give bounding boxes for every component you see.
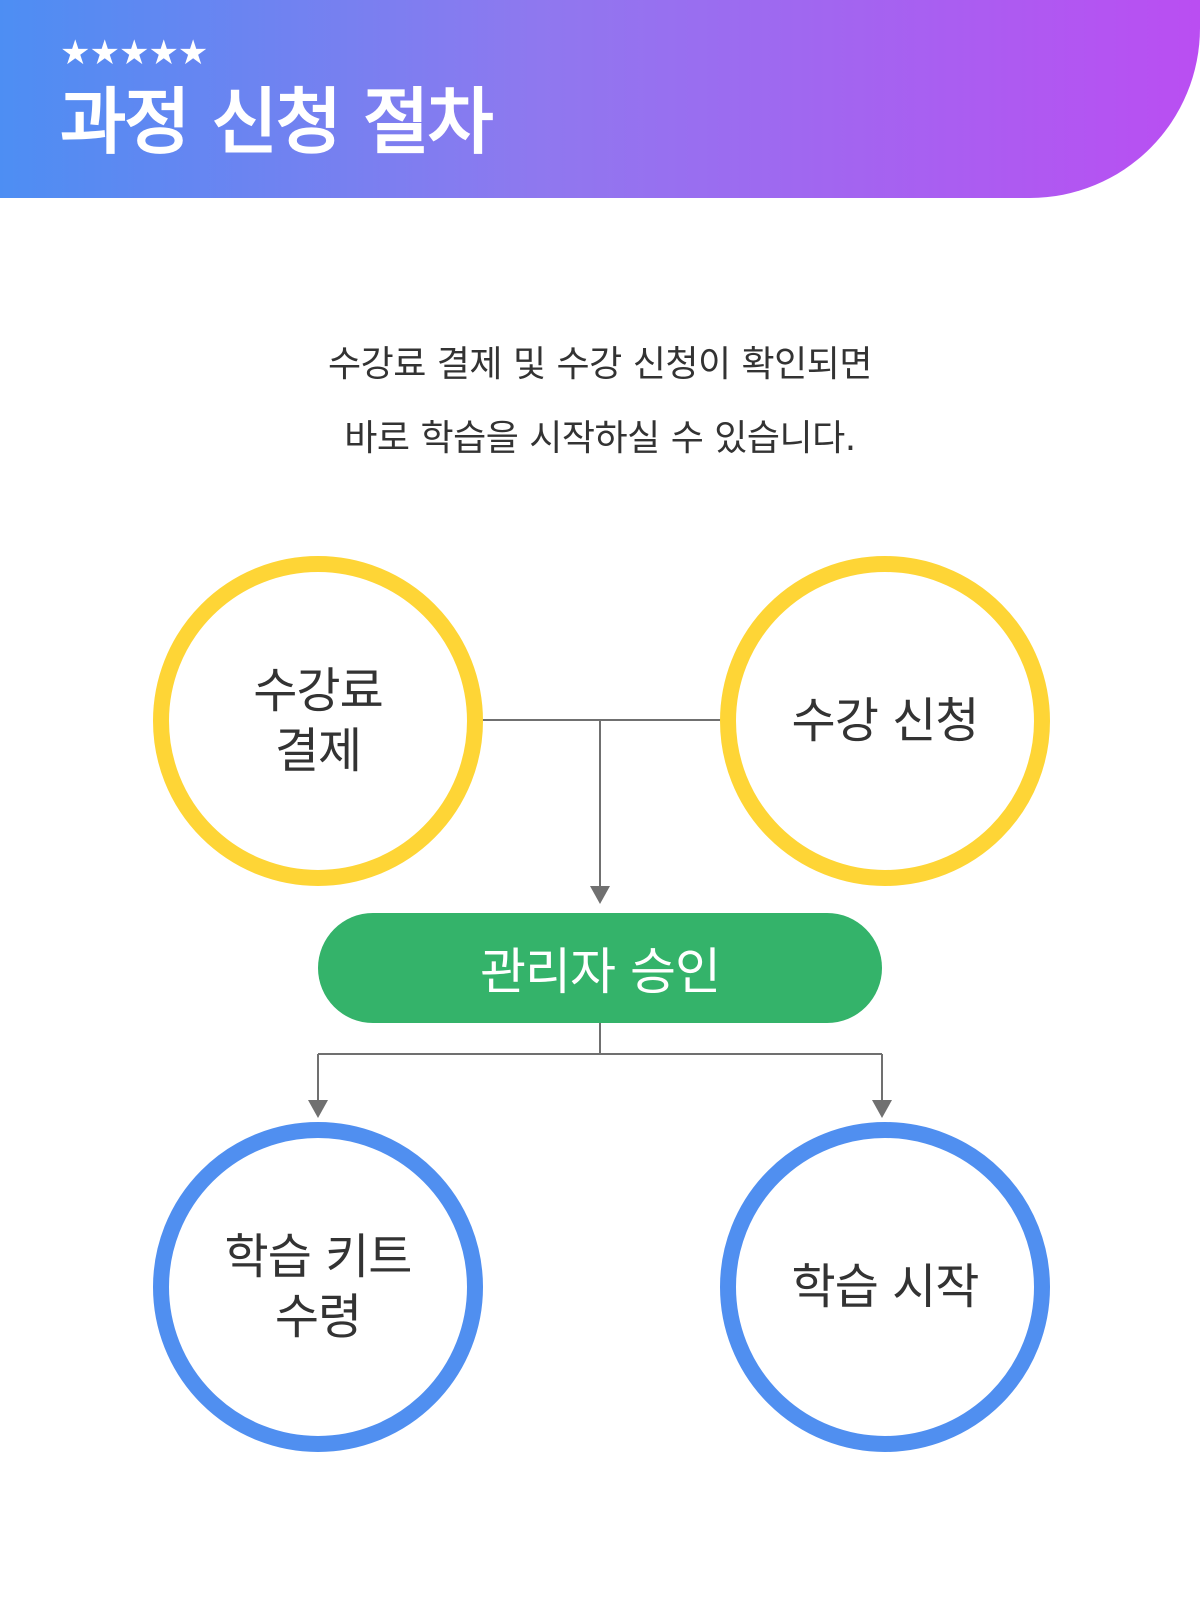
step-payment-label-line-2: 결제 bbox=[274, 723, 362, 779]
step-kit: 학습 키트 수령 bbox=[153, 1122, 483, 1452]
page-title: 과정 신청 절차 bbox=[60, 80, 494, 164]
arrow-down-icon bbox=[590, 886, 610, 904]
step-enroll: 수강 신청 bbox=[720, 556, 1050, 886]
arrow-down-icon bbox=[308, 1100, 328, 1118]
step-enroll-label: 수강 신청 bbox=[791, 693, 980, 749]
step-start: 학습 시작 bbox=[720, 1122, 1050, 1452]
arrow-down-icon bbox=[872, 1100, 892, 1118]
intro-line-2: 바로 학습을 시작하실 수 있습니다. bbox=[344, 418, 856, 459]
intro-line-1: 수강료 결제 및 수강 신청이 확인되면 bbox=[327, 344, 873, 385]
step-kit-label-line-2: 수령 bbox=[274, 1289, 362, 1345]
step-payment: 수강료 결제 bbox=[153, 556, 483, 886]
star-rating-icon: ★★★★★ bbox=[60, 33, 208, 73]
intro-text: 수강료 결제 및 수강 신청이 확인되면 바로 학습을 시작하실 수 있습니다. bbox=[0, 328, 1200, 476]
step-approval: 관리자 승인 bbox=[318, 913, 882, 1023]
step-approval-label: 관리자 승인 bbox=[480, 943, 721, 1001]
header-banner: ★★★★★ 과정 신청 절차 bbox=[0, 0, 1200, 198]
step-payment-label-line-1: 수강료 bbox=[253, 663, 383, 719]
step-start-label: 학습 시작 bbox=[791, 1259, 980, 1315]
step-kit-label-line-1: 학습 키트 bbox=[224, 1229, 413, 1285]
